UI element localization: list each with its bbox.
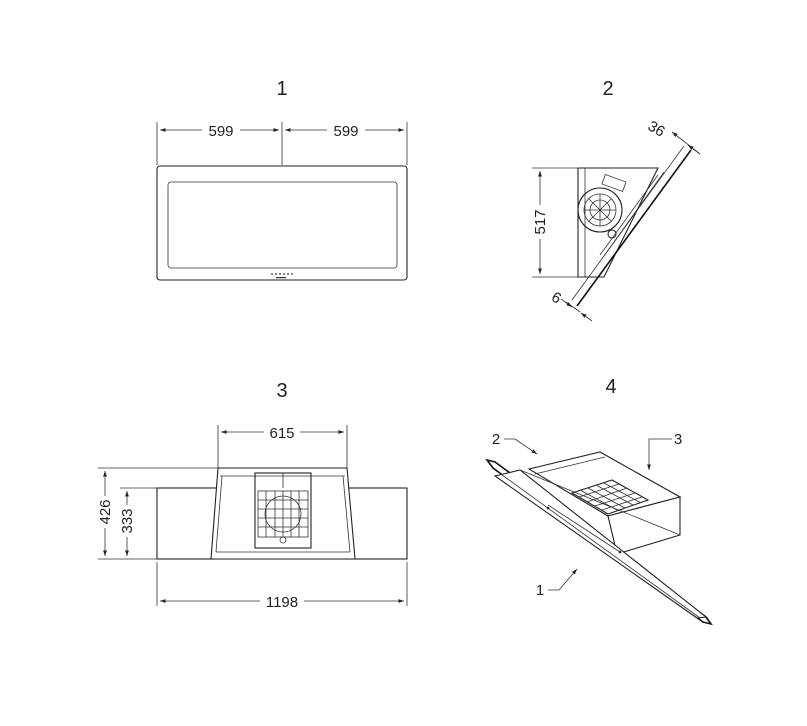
v2-fan-housing bbox=[577, 187, 623, 233]
v3-dim-top-label: 615 bbox=[269, 425, 294, 442]
v1-dim-left-label: 599 bbox=[208, 123, 233, 140]
v2-dim-top-label: 36 bbox=[645, 118, 668, 141]
view-1-number: 1 bbox=[276, 78, 287, 100]
v1-control-dots bbox=[271, 273, 293, 279]
v1-inner-glass bbox=[167, 181, 398, 269]
v2-glass-outer bbox=[576, 149, 692, 307]
v1-dim-right-label: 599 bbox=[333, 123, 358, 140]
view-1-front: 1 599 599 bbox=[156, 78, 408, 281]
view-2-number: 2 bbox=[602, 78, 613, 100]
view-2-side: 2 517 36 6 bbox=[531, 78, 701, 322]
v3-filter-grid bbox=[258, 491, 308, 537]
v4-callout-2: 2 bbox=[492, 431, 500, 448]
view-4-number: 4 bbox=[605, 376, 616, 398]
view-3-top: 3 615 426 333 bbox=[96, 380, 408, 611]
v2-body bbox=[577, 167, 659, 278]
view-4-isometric: 4 2 3 1 bbox=[485, 376, 713, 626]
v2-dim-bottom-label: 6 bbox=[548, 289, 564, 308]
v3-dim-inner-label: 333 bbox=[119, 508, 136, 533]
view-3-number: 3 bbox=[276, 380, 287, 402]
v4-filter bbox=[570, 479, 650, 515]
v4-callout-3: 3 bbox=[674, 431, 682, 448]
v1-outer-panel bbox=[156, 165, 408, 281]
v3-dim-outer-label: 426 bbox=[97, 499, 114, 524]
v3-dim-bottom-label: 1198 bbox=[266, 594, 298, 611]
v4-filter-grid bbox=[578, 482, 643, 511]
v4-callout-1: 1 bbox=[536, 582, 544, 599]
v2-dim-height-label: 517 bbox=[532, 209, 549, 234]
